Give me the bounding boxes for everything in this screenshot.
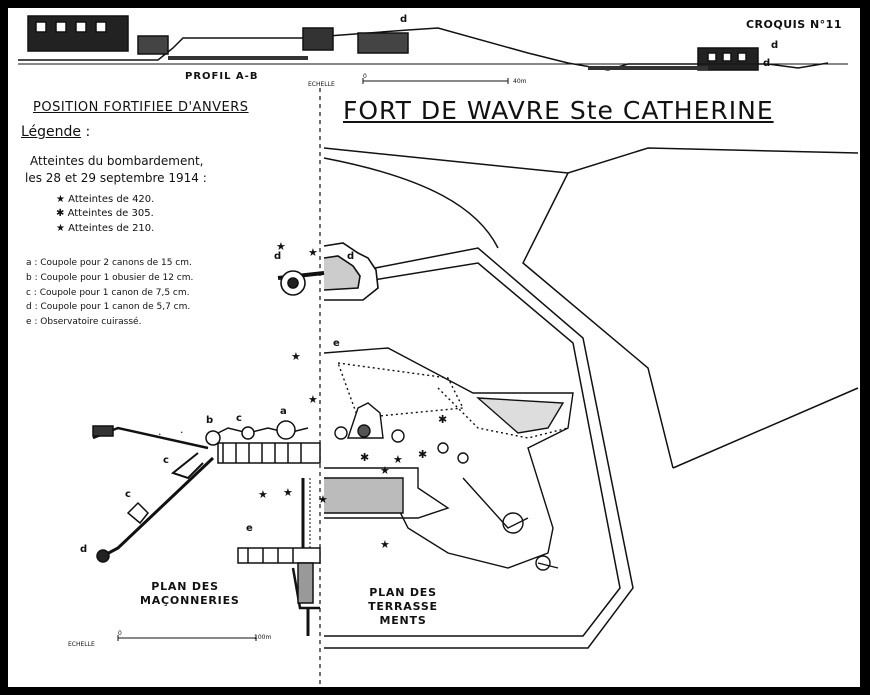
legend-cupola-b: b : Coupole pour 1 obusier de 12 cm.	[26, 273, 194, 283]
fort-title: FORT DE WAVRE Ste CATHERINE	[343, 96, 774, 125]
map-letter-c-upper: c	[236, 413, 242, 424]
svg-text:✱: ✱	[418, 448, 427, 461]
bottom-scale-zero: 0	[118, 630, 122, 637]
central-redoubt	[334, 402, 469, 464]
terrace-body	[323, 347, 574, 571]
profile-drawing	[18, 15, 848, 84]
legend-cupola-d: d : Coupole pour 1 canon de 5,7 cm.	[26, 302, 191, 312]
map-letter-b: b	[206, 415, 214, 426]
plan-maconneries-label: PLAN DES MAÇONNERIES	[140, 580, 240, 607]
plan-terrassements-label: PLAN DES TERRASSE MENTS	[368, 586, 438, 627]
hit-markers: ★ ★ ★ ★ ★ ★ ★ ★ ★ ★ ✱ ✱ ✱ · ·	[158, 240, 447, 551]
profile-letter-d-right: d	[771, 40, 779, 51]
svg-text:★: ★	[291, 350, 301, 363]
legend-heading-text: Légende	[21, 124, 82, 140]
svg-text:✱: ✱	[438, 413, 447, 426]
legend-cupola-c: c : Coupole pour 1 canon de 7,5 cm.	[26, 288, 190, 298]
sketch-number: CROQUIS N°11	[745, 18, 842, 31]
legend-hit-305: ✱ Atteintes de 305.	[56, 208, 154, 219]
top-scale-zero: 0	[363, 73, 367, 80]
map-letter-d-annex: d	[347, 251, 355, 262]
map-letter-e: e	[333, 338, 340, 349]
svg-text:★: ★	[308, 246, 318, 259]
svg-text:★: ★	[276, 240, 286, 253]
map-letter-a: a	[280, 406, 287, 417]
map-letter-d-far-right: d	[763, 58, 771, 69]
front-annex	[277, 242, 379, 301]
svg-text:★: ★	[380, 464, 390, 477]
svg-text:★: ★	[393, 453, 403, 466]
map-letter-e-gorge: e	[246, 523, 253, 534]
svg-text:·: ·	[180, 426, 184, 439]
legend-hit-text: Atteintes de 210.	[68, 223, 155, 234]
fort-drawing: ★ ★ ★ ★ ★ ★ ★ ★ ★ ★ ✱ ✱ ✱ · ·	[18, 15, 859, 687]
masonry-galleries	[92, 420, 321, 636]
svg-text:★: ★	[283, 486, 293, 499]
legend-cupola-a: a : Coupole pour 2 canons de 15 cm.	[26, 258, 192, 268]
bottom-scale-end: 100m	[254, 634, 272, 641]
svg-text:★: ★	[308, 393, 318, 406]
hit-symbol-icon: ★	[56, 223, 65, 234]
map-letter-d-left: d	[80, 544, 88, 555]
svg-text:·: ·	[158, 428, 162, 441]
svg-text:✱: ✱	[360, 451, 369, 464]
top-scale-label: ECHELLE	[308, 81, 335, 88]
hit-symbol-icon: ★	[56, 194, 65, 205]
position-title: POSITION FORTIFIEE D'ANVERS	[33, 100, 249, 115]
legend-hit-text: Atteintes de 420.	[68, 194, 155, 205]
legend-hit-420: ★ Atteintes de 420.	[56, 194, 154, 205]
map-letter-c-lower: c	[163, 455, 169, 466]
svg-text:★: ★	[380, 538, 390, 551]
bottom-scale	[117, 635, 257, 641]
map-letter-d-front: d	[274, 251, 282, 262]
sketch-sheet: ★ ★ ★ ★ ★ ★ ★ ★ ★ ★ ✱ ✱ ✱ · · CROQUIS N°…	[8, 8, 860, 687]
legend-hit-210: ★ Atteintes de 210.	[56, 223, 154, 234]
bottom-scale-label: ECHELLE	[68, 641, 95, 648]
outer-glacis	[323, 147, 859, 649]
legend-observatory-e: e : Observatoire cuirassé.	[26, 317, 142, 327]
legend-bombardment-line1: Atteintes du bombardement,	[30, 154, 204, 168]
legend-heading: Légende :	[21, 124, 91, 140]
profile-letter-d-top: d	[400, 14, 408, 25]
top-scale-end: 40m	[513, 78, 527, 85]
map-letter-c-left: c	[125, 489, 131, 500]
svg-text:★: ★	[318, 493, 328, 506]
legend-bombardment-line2: les 28 et 29 septembre 1914 :	[25, 171, 207, 185]
profile-title: PROFIL A-B	[185, 71, 259, 82]
svg-text:★: ★	[258, 488, 268, 501]
legend-hit-text: Atteintes de 305.	[67, 208, 154, 219]
hit-symbol-icon: ✱	[56, 208, 65, 219]
